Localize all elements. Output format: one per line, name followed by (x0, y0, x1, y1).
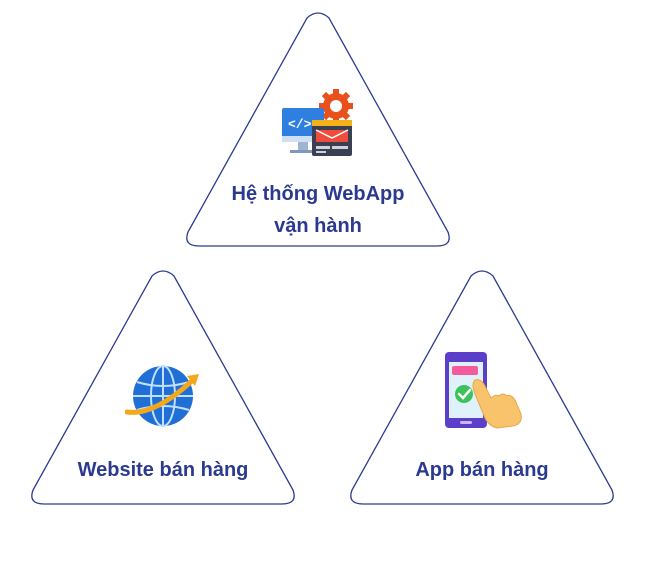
card-label-line1: App bán hàng (415, 459, 549, 481)
card-label-line2: vận hành (274, 215, 362, 237)
triangle-outline (350, 270, 614, 505)
card-label-webapp: Hệ thống WebApp vận hành (183, 178, 453, 242)
card-label-app: App bán hàng (347, 454, 617, 486)
card-webapp: </> Hệ thống WebApp vận hành (183, 10, 453, 250)
triangle-outline (186, 12, 450, 247)
card-label-line1: Hệ thống WebApp (231, 183, 405, 205)
globe-arrow-icon (124, 364, 201, 428)
svg-text:</>: </> (288, 117, 312, 132)
card-app: App bán hàng (347, 268, 617, 508)
card-website: Website bán hàng (28, 268, 298, 508)
webapp-code-gear-icon: </> (278, 88, 358, 160)
triangle-outline (31, 270, 295, 505)
card-label-website: Website bán hàng (28, 454, 298, 486)
phone-touch-check-icon (441, 350, 525, 430)
card-label-line1: Website bán hàng (77, 459, 249, 481)
